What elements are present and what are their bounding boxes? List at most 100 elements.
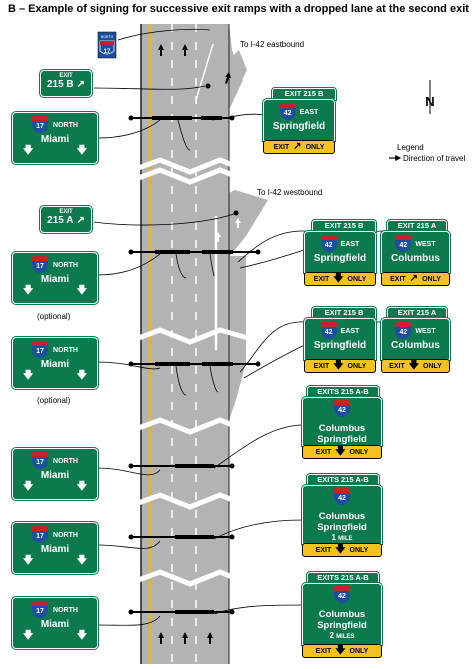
break-line-5 <box>132 569 246 587</box>
ramp-lane-marks <box>215 218 241 242</box>
break-line-1b <box>132 167 246 185</box>
route-17-trailblazer: NORTH 17 <box>97 31 117 59</box>
break-line-3 <box>132 417 246 435</box>
down-arrow-icon: 🡇 <box>333 273 344 284</box>
svg-text:17: 17 <box>104 49 111 55</box>
down-arrow-icon: 🡇 <box>76 555 87 566</box>
up-right-arrow-icon: ↗ <box>293 141 302 152</box>
up-right-arrow-icon: ↗ <box>76 78 86 90</box>
interstate-42-shield-icon: 42 <box>334 586 350 604</box>
exit-only-plaque: EXIT 🡇 ONLY <box>304 272 376 286</box>
break-line-2 <box>132 327 256 345</box>
figure-title: B – Example of signing for successive ex… <box>8 3 469 15</box>
break-line-4 <box>132 492 246 510</box>
city-name: Columbus <box>391 340 440 351</box>
exit-number: 215 B <box>46 79 74 90</box>
interstate-17-shield-icon: 17 <box>32 526 49 544</box>
down-arrow-icon: 🡇 <box>335 544 346 555</box>
exit-215a-gore-sign: EXIT 215 A ↗ <box>39 205 93 234</box>
interstate-17-shield-icon: 17 <box>32 341 49 359</box>
columbus-2-sign: 42 WEST Columbus <box>380 317 451 361</box>
exit-215b-gore-sign: EXIT 215 B ↗ <box>39 69 93 98</box>
distance-label: 1 MILE <box>331 533 353 542</box>
city-name: Columbus <box>318 609 366 620</box>
direction-label: NORTH <box>53 261 78 269</box>
direction-label: NORTH <box>53 457 78 465</box>
ramp-eastbound-gore <box>229 50 247 84</box>
down-arrow-icon: 🡇 <box>335 645 346 656</box>
city-name: Columbus <box>318 423 366 434</box>
exit-only-plaque: EXIT 🡇 ONLY <box>304 359 376 373</box>
north-compass: N <box>425 80 435 114</box>
interstate-42-shield-icon: 42 <box>334 400 350 418</box>
interstate-42-shield-icon: 42 <box>320 235 337 253</box>
distance-label: 2 MILES <box>329 631 355 640</box>
city-name: Springfield <box>317 620 367 631</box>
optional-label-1: (optional) <box>37 312 71 321</box>
miami-guide-sign: 17 NORTH Miami 🡇 🡇 <box>11 111 99 165</box>
exit-only-plaque: EXIT 🡇 ONLY <box>302 445 382 459</box>
legend-title: Legend <box>397 143 424 152</box>
combined-2-sign: 42 Columbus Springfield 1 MILE <box>301 484 383 545</box>
city-name: Miami <box>40 470 70 481</box>
springfield-3-sign: 42 EAST Springfield <box>303 317 377 361</box>
ramp-1-line <box>195 43 214 101</box>
sign-panels-on-structures <box>152 116 233 614</box>
miami-guide-sign: 17 NORTH Miami 🡇 🡇 <box>11 251 99 305</box>
city-name: Springfield <box>313 340 367 351</box>
down-arrow-icon: 🡇 <box>23 555 34 566</box>
exit-only-plaque: EXIT 🡇 ONLY <box>381 359 450 373</box>
combined-3-sign: 42 Columbus Springfield 2 MILES <box>301 582 383 646</box>
leader-lines <box>93 28 387 626</box>
city-name: Springfield <box>317 434 367 445</box>
direction-label: NORTH <box>53 606 78 614</box>
sign-structures <box>131 117 258 613</box>
interstate-17-shield-icon: 17 <box>32 256 49 274</box>
exit-only-plaque: EXIT 🡇 ONLY <box>302 543 382 557</box>
up-right-arrow-icon: ↗ <box>76 214 85 226</box>
dropped-lane-taper <box>229 256 246 420</box>
direction-label: NORTH <box>53 121 78 129</box>
city-name: Miami <box>40 134 70 145</box>
exit-only-plaque: EXIT 🡇 ONLY <box>302 644 382 658</box>
columbus-1-sign: 42 WEST Columbus <box>380 230 451 274</box>
springfield-1-sign: 42 EAST Springfield <box>262 98 336 142</box>
interstate-42-shield-icon: 42 <box>320 322 337 340</box>
interstate-17-shield-icon: 17 <box>32 452 49 470</box>
ramp-label-westbound: To I-42 westbound <box>257 188 322 197</box>
exit-number: 215 A <box>47 215 74 226</box>
down-arrow-icon: 🡇 <box>23 370 34 381</box>
city-name: Springfield <box>317 522 367 533</box>
down-arrow-icon: 🡇 <box>23 285 34 296</box>
interstate-42-shield-icon: 42 <box>334 488 350 506</box>
ramp-label-eastbound: To I-42 eastbound <box>240 40 304 49</box>
lane-arrows-top <box>158 44 231 84</box>
svg-text:NORTH: NORTH <box>101 35 114 39</box>
interstate-42-shield-icon: 42 <box>395 322 412 340</box>
up-right-arrow-icon: ↗ <box>409 273 419 284</box>
down-arrow-icon: 🡇 <box>76 285 87 296</box>
exit-only-plaque: EXIT ↗ ONLY <box>381 272 450 286</box>
interstate-17-shield-icon: 17 <box>32 116 49 134</box>
legend: Legend Direction of travel <box>389 143 465 163</box>
springfield-2-sign: 42 EAST Springfield <box>303 230 377 274</box>
city-name: Columbus <box>318 511 366 522</box>
down-arrow-icon: 🡇 <box>76 145 87 156</box>
down-arrow-icon: 🡇 <box>23 145 34 156</box>
city-name: Miami <box>40 274 70 285</box>
interstate-42-shield-icon: 42 <box>395 235 412 253</box>
direction-label: NORTH <box>53 346 78 354</box>
down-arrow-icon: 🡇 <box>76 370 87 381</box>
city-name: Springfield <box>313 253 367 264</box>
direction-label: NORTH <box>53 531 78 539</box>
down-arrow-icon: 🡇 <box>333 360 344 371</box>
city-name: Springfield <box>272 121 326 132</box>
down-arrow-icon: 🡇 <box>76 630 87 641</box>
down-arrow-icon: 🡇 <box>408 360 420 371</box>
down-arrow-icon: 🡇 <box>23 630 34 641</box>
